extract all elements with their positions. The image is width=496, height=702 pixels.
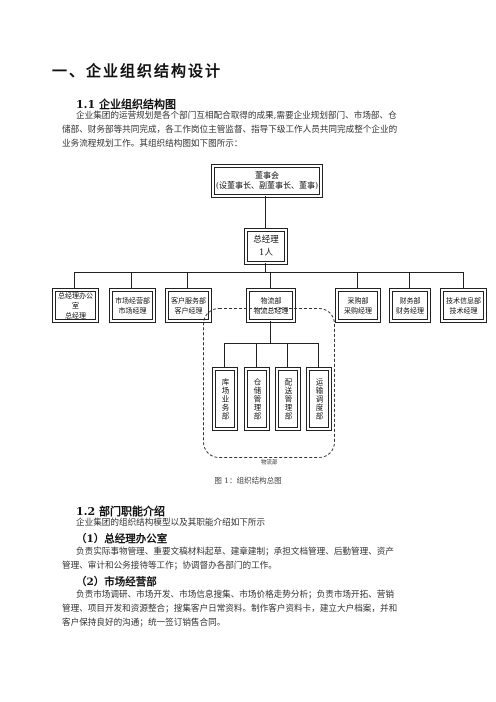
board-members: (设董事长、副董事长、董事) <box>215 181 319 190</box>
connector <box>270 272 271 288</box>
dept-purchasing: 采购部 采购经理 <box>335 288 381 323</box>
connector <box>74 272 463 273</box>
subunit-label: 仓储管理部 <box>253 377 262 421</box>
connector <box>224 343 225 367</box>
gm-office-line-1: 负责实际事物管理、重要文稿材料起草、建章建制；承担文档管理、后勤管理、资产 <box>76 547 394 557</box>
dept-name: 物流部 <box>260 296 282 305</box>
subheading-gm-office: （1）总经理办公室 <box>76 533 168 545</box>
dept-head: 市场经理 <box>118 306 147 315</box>
dept-name: 客户服务部 <box>171 296 206 305</box>
connector <box>318 343 319 367</box>
subunit-label: 库场业务部 <box>221 377 230 421</box>
dept-tech-info: 技术信息部 技术经理 <box>440 288 487 323</box>
intro-line-2: 储部、财务部等共同完成，各工作岗位主管监督、指导下级工作人员共同完成整个企业的 <box>62 125 398 135</box>
marketing-line-2: 管理、项目开发和资源整合；搜集客户日常资料。制作客户资料卡，建立大户档案，并和 <box>62 604 398 614</box>
dept-head: 客户经理 <box>174 306 203 315</box>
subunit-label: 运输调度部 <box>315 377 324 421</box>
connector <box>287 343 288 367</box>
connector <box>463 272 464 288</box>
connector <box>270 321 271 343</box>
dept-head: 技术经理 <box>449 306 478 315</box>
dept-name: 总经理办公室 <box>58 291 93 310</box>
gm-office-line-2: 管理、审计和公务接待等工作；协调督办各部门的工作。 <box>62 561 277 571</box>
intro-line-1: 企业集团的运营规划是各个部门互相配合取得的成果,需要企业规划部门、市场部、仓 <box>76 111 397 121</box>
subunit-yard-business: 库场业务部 <box>212 367 238 431</box>
dept-name: 市场经营部 <box>115 296 150 305</box>
dept-head: 采购经理 <box>344 306 372 315</box>
connector <box>224 343 318 344</box>
subunit-label: 配送管理部 <box>284 377 293 421</box>
marketing-line-1: 负责市场调研、市场开发、市场信息搜集、市场价格走势分析；负责市场开拓、营销 <box>76 590 394 600</box>
subunit-warehouse-mgmt: 仓储管理部 <box>244 367 270 431</box>
board-title: 董事会 <box>255 171 279 180</box>
connector <box>265 263 266 272</box>
dept-logistics: 物流部 物流总经理 <box>246 288 296 323</box>
dept-name: 技术信息部 <box>446 296 481 305</box>
dept-customer-service: 客户服务部 客户经理 <box>165 288 212 323</box>
dept-name: 采购部 <box>347 296 369 305</box>
gm-title: 总经理 <box>253 234 279 245</box>
logistics-group-border <box>203 308 335 458</box>
dept-head: 物流总经理 <box>253 306 289 315</box>
functions-intro: 企业集团的组织结构模型以及其职能介绍如下所示 <box>76 518 266 528</box>
subheading-marketing: （2）市场经营部 <box>76 576 157 588</box>
marketing-line-3: 客户保持良好的沟通；统一签订销售合同。 <box>62 618 226 628</box>
dept-gm-office: 总经理办公室 总经理 <box>52 288 99 323</box>
dept-finance: 财务部 财务经理 <box>389 288 431 323</box>
connector <box>74 272 75 288</box>
figure-caption: 图 1：组织结构总图 <box>214 476 282 485</box>
subunit-distribution-mgmt: 配送管理部 <box>275 367 301 431</box>
section-title: 一、企业组织结构设计 <box>52 62 223 80</box>
connector <box>256 343 257 367</box>
dept-name: 财务部 <box>399 296 421 305</box>
heading-org-chart: 1.1 企业组织结构图 <box>76 98 176 111</box>
dept-head: 总经理 <box>65 311 86 320</box>
intro-line-3: 业务流程规划工作。其组织结构图如下图所示： <box>62 139 243 149</box>
connector <box>357 272 358 288</box>
connector <box>265 196 266 228</box>
gm-count: 1人 <box>259 247 273 258</box>
board-box: 董事会 (设董事长、副董事长、董事) <box>211 164 323 198</box>
heading-dept-functions: 1.2 部门职能介绍 <box>76 505 165 518</box>
subunit-transport-dispatch: 运输调度部 <box>306 367 332 431</box>
gm-box: 总经理 1人 <box>244 228 288 265</box>
dept-marketing: 市场经营部 市场经理 <box>109 288 156 323</box>
connector <box>187 272 188 288</box>
connector <box>131 272 132 288</box>
connector <box>409 272 410 288</box>
logistics-group-label: 物流部 <box>261 460 278 466</box>
dept-head: 财务经理 <box>396 306 424 315</box>
